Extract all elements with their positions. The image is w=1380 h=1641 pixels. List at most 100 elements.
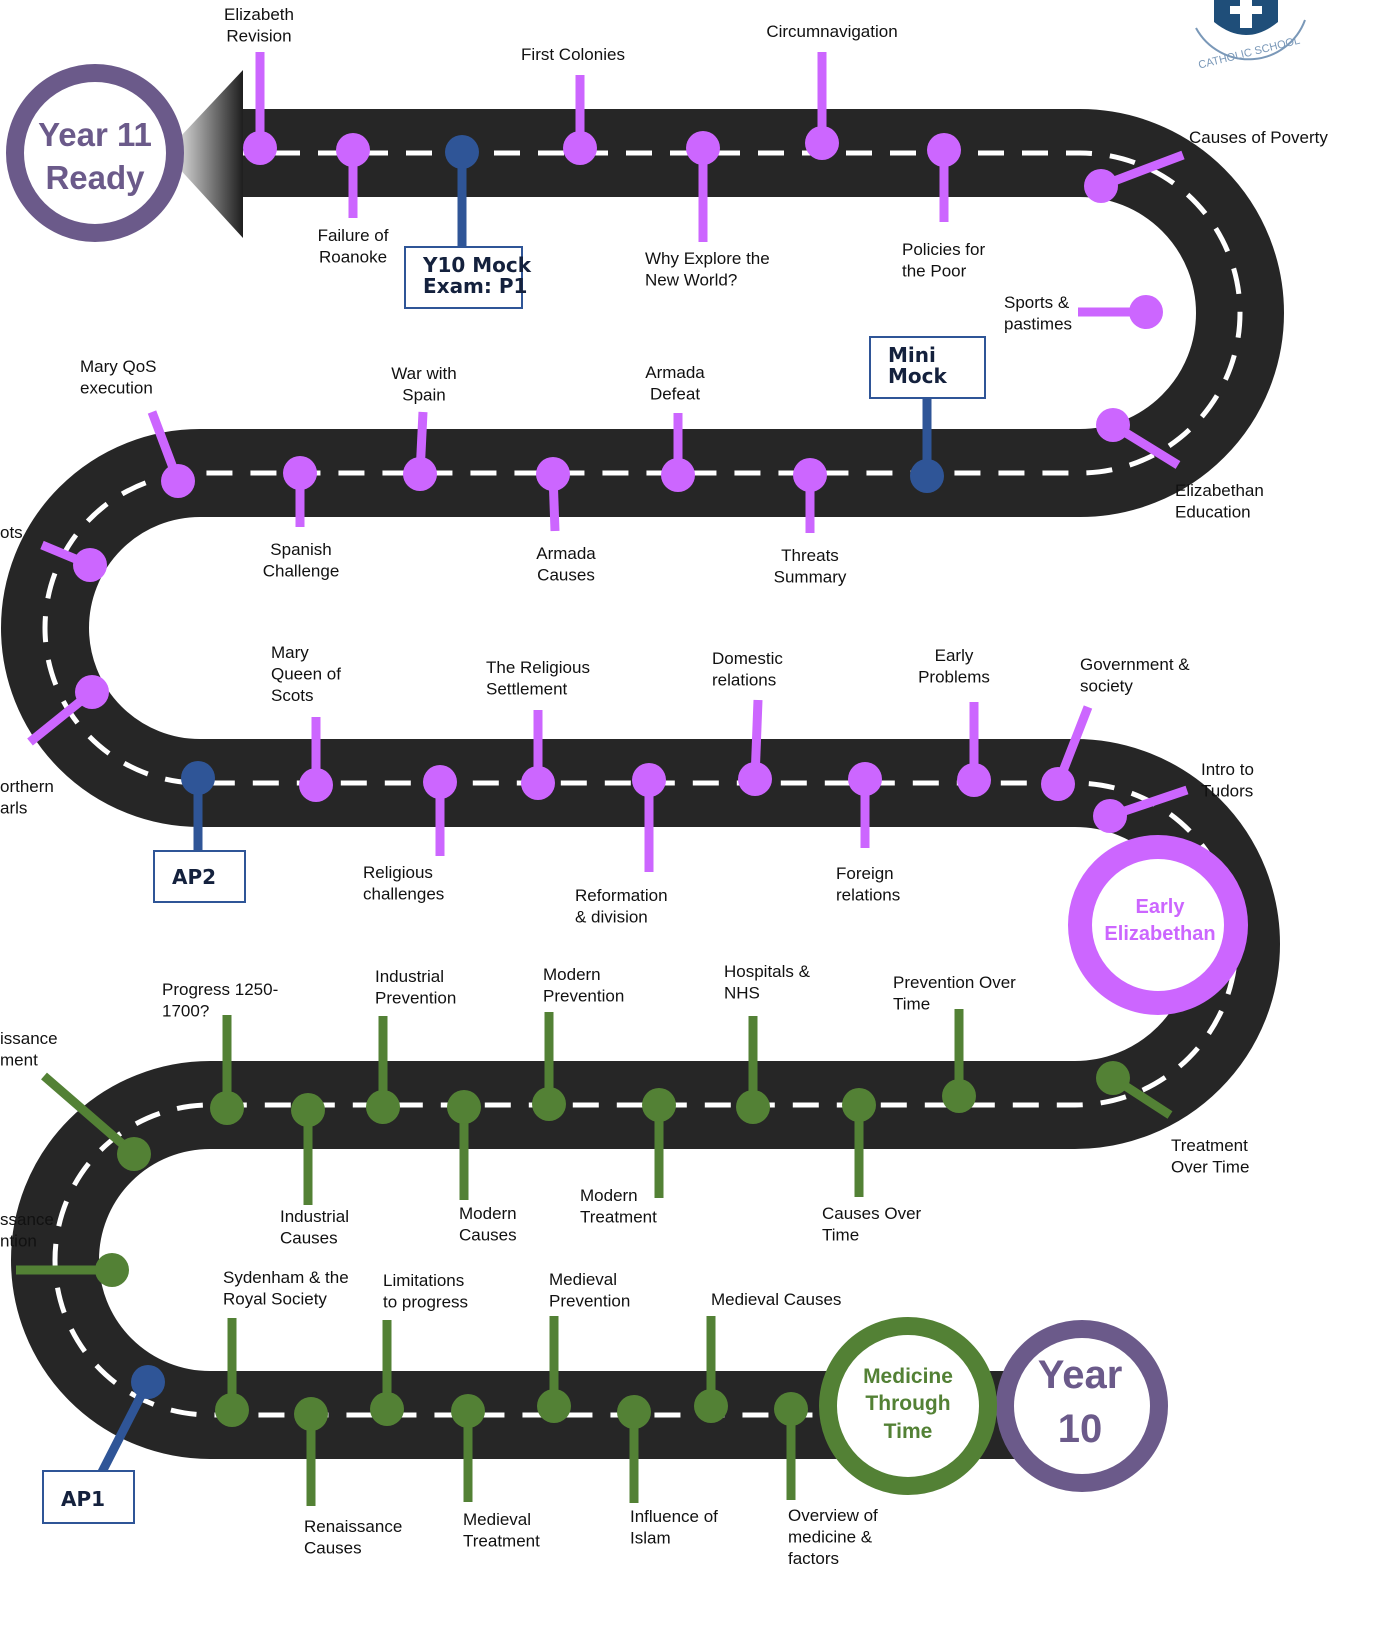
limitations-to-progress-label-line: Limitations bbox=[383, 1271, 464, 1290]
medieval-treatment-label-line: Treatment bbox=[463, 1532, 540, 1551]
mini-mock-pin-pin bbox=[910, 398, 944, 493]
first-colonies-label-line: First Colonies bbox=[521, 45, 625, 64]
policies-for-poor-pin bbox=[927, 133, 961, 222]
reformation-division-label: Reformation& division bbox=[575, 886, 668, 927]
elizabeth-revision-label-line: Revision bbox=[226, 27, 291, 46]
ap1-box: AP1 bbox=[42, 1470, 135, 1524]
mini-mock-text-line: Mini bbox=[888, 343, 936, 367]
why-explore-pin bbox=[686, 131, 720, 242]
reformation-division-pin bbox=[632, 763, 666, 872]
medieval-treatment-pin bbox=[451, 1394, 485, 1502]
early-elizabethan-line-1: Early bbox=[1136, 896, 1186, 918]
threats-summary-label-line: Threats bbox=[781, 546, 839, 565]
foreign-relations-pin bbox=[848, 762, 882, 848]
early-problems-label-line: Problems bbox=[918, 668, 990, 687]
medicine-line-1: Medicine bbox=[863, 1365, 953, 1388]
foreign-relations-label-line: Foreign bbox=[836, 864, 894, 883]
year11-line-2: Ready bbox=[45, 159, 145, 196]
mary-qos-execution-pin bbox=[147, 410, 195, 498]
modern-causes-label-line: Causes bbox=[459, 1226, 517, 1245]
overview-medicine-label-line: factors bbox=[788, 1549, 839, 1568]
industrial-causes-pin bbox=[291, 1093, 325, 1205]
threats-summary-label-line: Summary bbox=[774, 568, 847, 587]
intro-to-tudors-label-line: Intro to bbox=[1201, 760, 1254, 779]
year10-line-1: Year bbox=[1038, 1353, 1123, 1397]
government-society-pin bbox=[1041, 705, 1093, 801]
year11-line-1: Year 11 bbox=[38, 116, 152, 153]
religious-challenges-label-line: challenges bbox=[363, 885, 444, 904]
religious-challenges-pin bbox=[423, 765, 457, 856]
hospitals-nhs-pin bbox=[736, 1016, 770, 1124]
domestic-relations-label-line: relations bbox=[712, 671, 776, 690]
government-society-label-line: Government & bbox=[1080, 655, 1190, 674]
overview-medicine-pin bbox=[774, 1392, 808, 1500]
plots-label: ots bbox=[0, 523, 23, 542]
armada-defeat-label-line: Defeat bbox=[650, 385, 700, 404]
progress-1250-1700-label-line: Progress 1250- bbox=[162, 980, 278, 999]
medieval-causes-label-line: Medieval Causes bbox=[711, 1290, 841, 1309]
sydenham-pin bbox=[215, 1318, 249, 1427]
treatment-over-time-label-line: Treatment bbox=[1171, 1136, 1248, 1155]
elizabethan-education-pin bbox=[1096, 408, 1181, 469]
war-with-spain-label-line: Spain bbox=[402, 386, 445, 405]
hospitals-nhs-label: Hospitals &NHS bbox=[724, 962, 811, 1003]
progress-1250-1700-label: Progress 1250-1700? bbox=[162, 980, 278, 1021]
spanish-challenge-label-line: Spanish bbox=[270, 540, 331, 559]
medicine-line-3: Time bbox=[884, 1420, 933, 1443]
religious-settlement-label-line: The Religious bbox=[486, 658, 590, 677]
industrial-causes-label-line: Industrial bbox=[280, 1207, 349, 1226]
religious-challenges-label: Religious challenges bbox=[363, 863, 444, 904]
modern-prevention-label-line: Modern bbox=[543, 965, 601, 984]
prevention-over-time-label-line: Time bbox=[893, 995, 930, 1014]
medieval-treatment-label-line: Medieval bbox=[463, 1510, 531, 1529]
foreign-relations-label-line: relations bbox=[836, 886, 900, 905]
plots-label-line: ots bbox=[0, 523, 23, 542]
causes-over-time-label-line: Time bbox=[822, 1226, 859, 1245]
sports-pastimes-pin bbox=[1078, 295, 1163, 329]
mary-queen-of-scots-label-line: Scots bbox=[271, 686, 314, 705]
religious-challenges-label-line: Religious bbox=[363, 863, 433, 882]
causes-of-poverty-label: Causes of Poverty bbox=[1189, 128, 1328, 147]
overview-medicine-label-line: medicine & bbox=[788, 1528, 873, 1547]
renaissance-causes-pin bbox=[294, 1397, 328, 1506]
industrial-prevention-label-line: Prevention bbox=[375, 989, 456, 1008]
medieval-prevention-pin bbox=[537, 1316, 571, 1423]
ap2-pin-pin bbox=[181, 761, 215, 852]
medieval-causes-label: Medieval Causes bbox=[711, 1290, 841, 1309]
y10-mock-pin-pin bbox=[445, 135, 479, 248]
intro-to-tudors-pin bbox=[1093, 785, 1189, 833]
y10-mock-text-line: Exam: P1 bbox=[423, 274, 527, 298]
year11-ready-circle: Year 11 Ready bbox=[6, 64, 184, 242]
reformation-division-label-line: Reformation bbox=[575, 886, 668, 905]
spanish-challenge-label-line: Challenge bbox=[263, 562, 340, 581]
sydenham-label-line: Sydenham & the bbox=[223, 1268, 349, 1287]
year10-line-2: 10 bbox=[1058, 1407, 1103, 1451]
medieval-prevention-label-line: Prevention bbox=[549, 1292, 630, 1311]
armada-defeat-label-line: Armada bbox=[645, 363, 705, 382]
ap2-text: AP2 bbox=[172, 865, 216, 889]
early-elizabethan-line-2: Elizabethan bbox=[1104, 923, 1215, 945]
renaissance-treatment-label-line: ment bbox=[0, 1051, 38, 1070]
mary-queen-of-scots-pin bbox=[299, 717, 333, 802]
sports-pastimes-label-line: Sports & bbox=[1004, 293, 1070, 312]
failure-of-roanoke-label-line: Failure of bbox=[318, 226, 389, 245]
progress-1250-1700-pin bbox=[210, 1015, 244, 1125]
